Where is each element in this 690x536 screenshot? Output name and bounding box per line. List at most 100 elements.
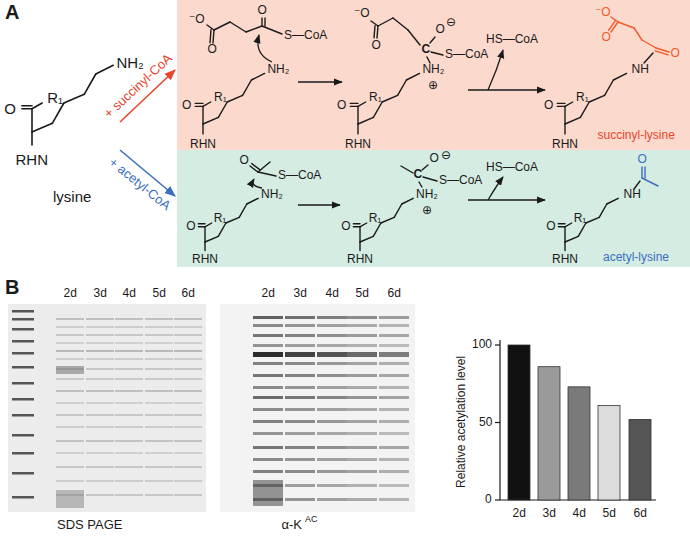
bond-line (52, 103, 64, 123)
bond-line (218, 102, 227, 117)
gel-band (56, 350, 84, 352)
gel-band (174, 414, 202, 416)
gel-band (145, 326, 173, 328)
atom-label: RHN (190, 138, 216, 152)
blot-band (317, 344, 347, 347)
gel-band (174, 368, 202, 370)
atom-label: ⊖ (441, 149, 451, 163)
bond-line (261, 18, 262, 26)
blot-band (379, 352, 409, 357)
gel-band (174, 342, 202, 344)
blot-band (379, 344, 409, 347)
blot-band (317, 498, 347, 501)
blot-band (317, 420, 347, 423)
atom-label: ⁻O (595, 6, 611, 20)
gel-band (145, 350, 173, 352)
atom-label: ⁻O (354, 7, 370, 21)
ladder-band (12, 366, 34, 369)
gel-band (145, 318, 173, 320)
blot-band (285, 324, 315, 327)
gel-band (56, 334, 84, 336)
bond-line (408, 30, 420, 45)
bond-line (195, 103, 203, 104)
gel-band (56, 378, 84, 380)
product-name: acetyl-lysine (603, 251, 669, 265)
gel-band (86, 440, 114, 442)
blot-band (379, 362, 409, 365)
blot-band (285, 432, 315, 435)
blot-image (220, 304, 415, 512)
gel-band (145, 334, 173, 336)
bond-line (258, 172, 276, 176)
blot-band (347, 432, 377, 435)
blot-band (317, 484, 347, 487)
blot-band (317, 352, 347, 357)
gel-band (56, 426, 84, 428)
blot-band (317, 408, 347, 411)
atom-label: R₁ (574, 212, 587, 226)
molecule-group (198, 162, 658, 251)
blot-band (347, 362, 377, 365)
atom-label: NH₂ (267, 63, 289, 77)
bond-line (564, 106, 565, 124)
bond-line (205, 223, 212, 227)
bar (508, 345, 530, 500)
bond-line (204, 227, 205, 242)
bond-line (31, 109, 33, 132)
lane-label: 2d (262, 287, 275, 301)
atom-label: O (337, 99, 346, 113)
reaction-arrow (468, 199, 545, 200)
gel-band (115, 494, 143, 496)
gel-band (56, 326, 84, 328)
bond-line (406, 73, 419, 80)
bond-line (247, 198, 258, 204)
gel-band (86, 402, 114, 404)
bond-line (357, 106, 358, 124)
bond-line (359, 242, 360, 251)
bond-line (359, 227, 360, 242)
atom-label: NH (632, 63, 649, 77)
blot-band (379, 432, 409, 435)
bond-line (634, 28, 642, 40)
reaction-arrow (253, 179, 262, 188)
axis-title: Relative acetylation level (455, 356, 469, 488)
bond-line (586, 217, 599, 223)
atom-label: NH₂ (416, 188, 438, 202)
blot-band (379, 396, 409, 399)
blot-band (253, 334, 283, 337)
axis-category: 6d (634, 507, 647, 521)
leaving-group: HS—CoA (486, 161, 538, 175)
blot-band (285, 386, 315, 389)
bond-line (84, 74, 96, 94)
atom-label: O (671, 47, 680, 61)
bond-line (195, 106, 203, 107)
gel-band (86, 342, 114, 344)
gel-band (145, 390, 173, 392)
lane-label: 3d (94, 287, 107, 301)
bond-line (558, 223, 565, 224)
bond-line (31, 132, 33, 145)
bond-line (357, 124, 358, 134)
atom-label: O (546, 220, 555, 234)
blot-band (317, 334, 347, 337)
reaction-arrow (488, 177, 503, 200)
bond-line (565, 102, 573, 106)
lane-label: 5d (153, 287, 166, 301)
bond-line (564, 242, 565, 251)
gel-band (145, 440, 173, 442)
panel-letter: A (5, 1, 19, 24)
gel-band (86, 350, 114, 352)
blot-band (379, 484, 409, 487)
ladder-band (12, 352, 34, 355)
reaction-band: acetyl-lysine (177, 150, 690, 267)
gel-band (56, 480, 84, 482)
blot-band (347, 458, 377, 461)
bond-line (207, 25, 214, 30)
bond-line (246, 26, 262, 32)
y-axis (499, 340, 500, 500)
blot-band (379, 470, 409, 473)
gel-band (115, 426, 143, 428)
axis-tick-label: 50 (479, 416, 492, 430)
blot-band (253, 432, 283, 435)
gel-band (56, 440, 84, 442)
